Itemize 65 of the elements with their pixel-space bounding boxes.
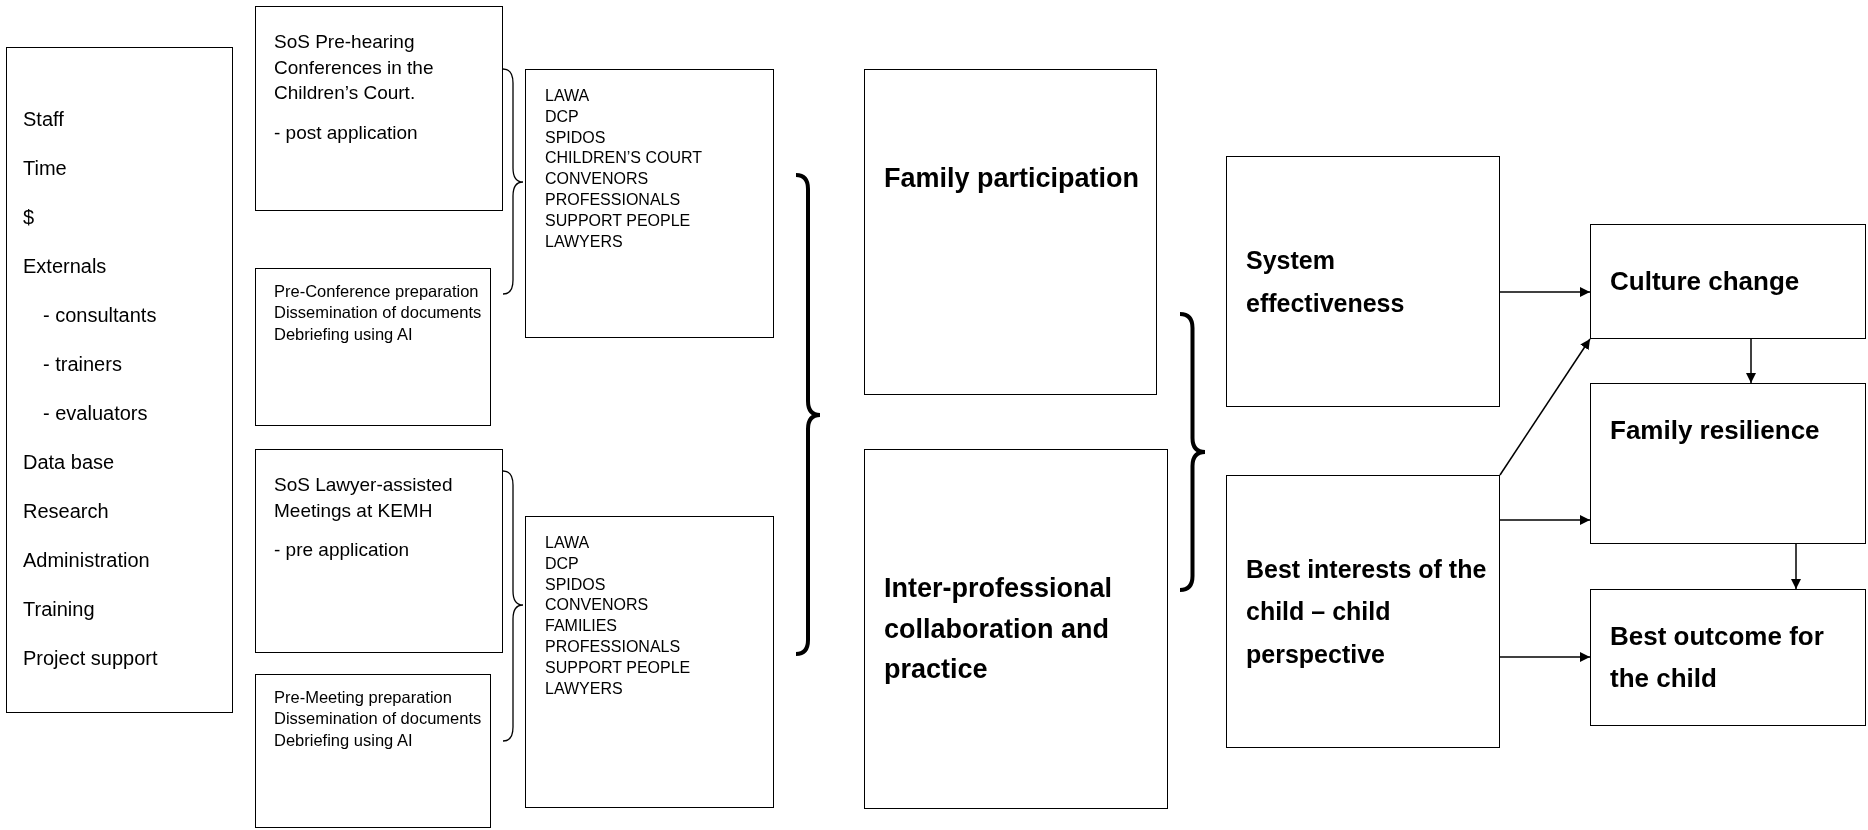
outcome-box bbox=[864, 69, 1157, 395]
resource-item: - evaluators bbox=[43, 401, 149, 426]
stakeholder-item: FAMILIES bbox=[545, 616, 619, 637]
resource-item: Staff bbox=[23, 107, 65, 132]
stakeholder-item: SUPPORT PEOPLE bbox=[545, 210, 692, 231]
result-box bbox=[1590, 224, 1866, 339]
outcome-text: Family participation bbox=[884, 162, 1141, 195]
outcome-text: System effectiveness bbox=[1246, 245, 1406, 319]
stakeholder-box bbox=[525, 516, 774, 808]
resource-item: Time bbox=[23, 156, 68, 181]
resource-item: Training bbox=[23, 597, 96, 622]
resource-item: Project support bbox=[23, 646, 159, 671]
stakeholder-item: DCP bbox=[545, 553, 580, 574]
stakeholder-item: PROFESSIONALS bbox=[545, 637, 682, 657]
activity-text: SoS Pre-hearing Conferences in the Children’s Court. bbox=[274, 30, 435, 106]
preparation-text: Debriefing using AI bbox=[274, 323, 414, 345]
activity-box bbox=[255, 449, 503, 653]
activity-box bbox=[255, 6, 503, 211]
arrow bbox=[1499, 652, 1591, 662]
result-box bbox=[1590, 589, 1866, 726]
outcome-text: Best interests of the child – child perspective bbox=[1246, 553, 1488, 670]
outcome-box bbox=[1226, 475, 1500, 748]
preparation-box bbox=[255, 674, 491, 828]
activity-text: - post application bbox=[274, 120, 419, 145]
stakeholder-item: SPIDOS bbox=[545, 127, 607, 148]
resource-item: Administration bbox=[23, 548, 151, 573]
activity-text: - pre application bbox=[274, 538, 411, 563]
stakeholder-item: LAWA bbox=[545, 533, 591, 553]
stakeholder-item: CHILDREN’S COURT bbox=[545, 148, 704, 169]
resource-item: - trainers bbox=[43, 352, 123, 377]
stakeholder-item: DCP bbox=[545, 106, 580, 127]
resource-item: Research bbox=[23, 499, 110, 524]
stakeholder-item: LAWYERS bbox=[545, 231, 624, 252]
arrow bbox=[1746, 338, 1756, 384]
preparation-box bbox=[255, 268, 491, 426]
arrow bbox=[1499, 338, 1591, 476]
preparation-text: Pre-Meeting preparation bbox=[274, 687, 453, 708]
resource-item: - consultants bbox=[43, 303, 158, 328]
stakeholder-item: LAWA bbox=[545, 86, 591, 106]
stakeholder-item: CONVENORS bbox=[545, 169, 650, 190]
outcome-box bbox=[864, 449, 1168, 809]
stakeholder-item: CONVENORS bbox=[545, 595, 650, 616]
outcome-text: Best outcome for the child bbox=[1610, 619, 1825, 695]
stakeholder-item: SPIDOS bbox=[545, 574, 607, 595]
stakeholder-box bbox=[525, 69, 774, 338]
outcome-text: Family resilience bbox=[1610, 414, 1821, 447]
arrow bbox=[1791, 543, 1801, 590]
outcome-text: Inter-professional collaboration and practice bbox=[884, 572, 1114, 687]
arrow bbox=[1499, 287, 1591, 297]
preparation-text: Pre-Conference preparation bbox=[274, 281, 480, 302]
result-box bbox=[1590, 383, 1866, 544]
activity-text: SoS Lawyer-assisted Meetings at KEMH bbox=[274, 473, 454, 523]
resource-item: Data base bbox=[23, 450, 116, 475]
stakeholder-item: PROFESSIONALS bbox=[545, 190, 682, 210]
stakeholder-item: SUPPORT PEOPLE bbox=[545, 657, 692, 678]
resources-box bbox=[6, 47, 233, 713]
resource-item: $ bbox=[23, 205, 36, 230]
preparation-text: Dissemination of documents bbox=[274, 302, 482, 324]
stakeholder-item: LAWYERS bbox=[545, 678, 624, 699]
arrow bbox=[1499, 515, 1591, 525]
outcome-text: Culture change bbox=[1610, 264, 1801, 298]
resource-item: Externals bbox=[23, 254, 108, 279]
preparation-text: Dissemination of documents bbox=[274, 708, 482, 730]
outcome-box bbox=[1226, 156, 1500, 407]
preparation-text: Debriefing using AI bbox=[274, 729, 414, 751]
